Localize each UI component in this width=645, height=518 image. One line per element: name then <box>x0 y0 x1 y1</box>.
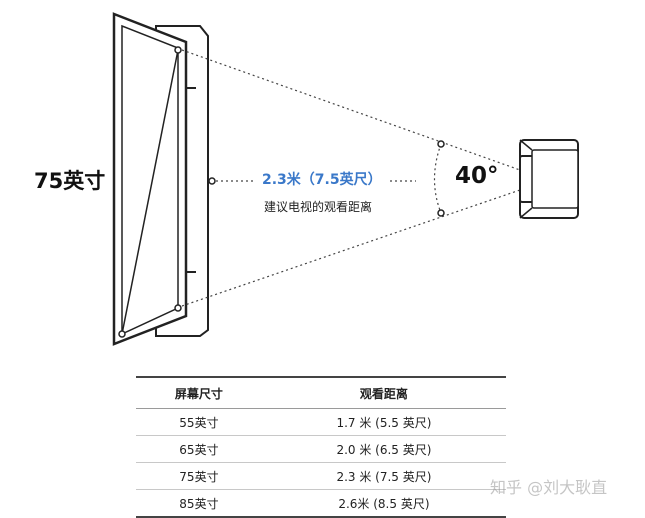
screen-corner-bottom-left <box>118 330 126 338</box>
screen-corner-top-right <box>174 46 182 54</box>
tv-screen-diagonal <box>121 49 179 335</box>
viewing-distance-table: 屏幕尺寸 观看距离 55英寸 1.7 米 (5.5 英尺) 65英寸 2.0 米… <box>136 376 506 518</box>
distance-caption: 建议电视的观看距离 <box>264 200 373 214</box>
viewing-distance-diagram <box>112 12 579 346</box>
distance-label: 2.3米（7.5英尺） <box>262 172 382 188</box>
cell-screen-size: 75英寸 <box>136 462 262 490</box>
cell-viewing-distance: 2.3 米 (7.5 英尺) <box>261 462 506 490</box>
cell-screen-size: 65英寸 <box>136 435 262 463</box>
table-row: 75英寸 2.3 米 (7.5 英尺) <box>136 462 506 490</box>
angle-arc-bottom-point <box>437 209 445 217</box>
tv-front-frame <box>112 12 188 346</box>
cell-viewing-distance: 2.0 米 (6.5 英尺) <box>261 435 506 463</box>
table-header-row: 屏幕尺寸 观看距离 <box>136 376 506 409</box>
view-line-top <box>181 49 521 171</box>
armchair-icon <box>519 139 579 219</box>
table-row: 85英寸 2.6米 (8.5 英尺) <box>136 489 506 518</box>
column-header-screen-size: 屏幕尺寸 <box>136 376 262 409</box>
distance-start-point <box>208 177 216 185</box>
cell-viewing-distance: 1.7 米 (5.5 英尺) <box>261 408 506 436</box>
angle-label: 40° <box>455 163 499 189</box>
cell-screen-size: 55英寸 <box>136 408 262 436</box>
angle-arc <box>433 143 442 214</box>
column-header-viewing-distance: 观看距离 <box>261 376 506 409</box>
angle-arc-top-point <box>437 140 445 148</box>
cell-screen-size: 85英寸 <box>136 489 262 518</box>
watermark: 知乎 @刘大耿直 <box>490 478 608 497</box>
tv-size-label: 75英寸 <box>34 169 106 193</box>
cell-viewing-distance: 2.6米 (8.5 英尺) <box>261 489 506 518</box>
screen-corner-bottom-right <box>174 304 182 312</box>
table-row: 55英寸 1.7 米 (5.5 英尺) <box>136 408 506 436</box>
table-row: 65英寸 2.0 米 (6.5 英尺) <box>136 435 506 463</box>
